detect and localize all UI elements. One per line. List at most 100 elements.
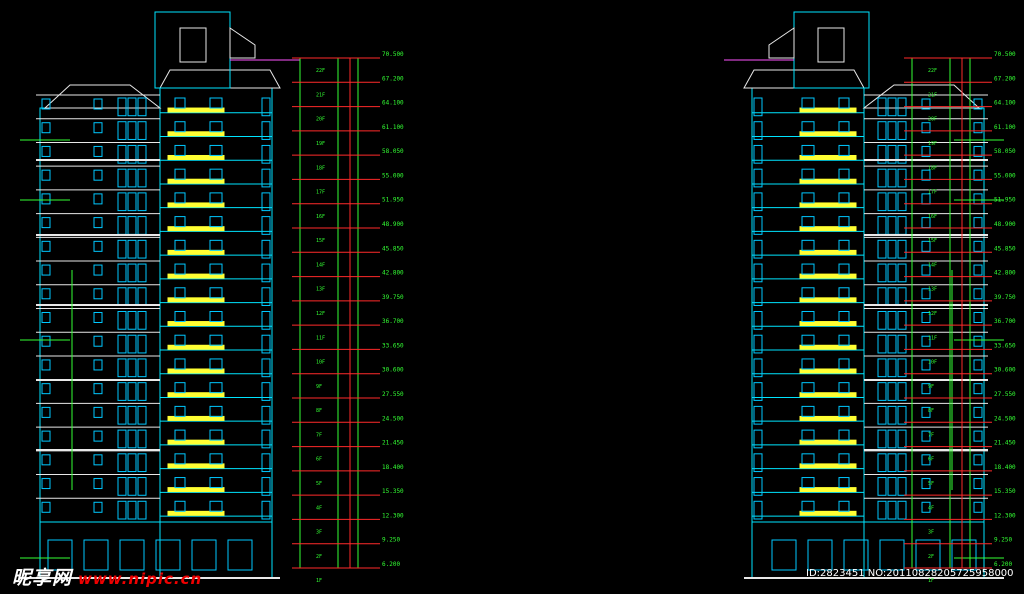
tower-window <box>209 97 223 109</box>
wing-window-small <box>973 501 983 513</box>
glass-panel <box>877 97 887 117</box>
glass-panel <box>117 453 127 473</box>
wing-window-small <box>41 98 51 110</box>
wing-window <box>921 98 931 110</box>
glass-panel <box>877 121 887 140</box>
tower-edge-window <box>261 477 271 496</box>
glass-panel <box>877 216 887 235</box>
tower-window <box>801 405 815 417</box>
tower-edge-window <box>753 358 763 378</box>
glass-panel <box>127 429 137 449</box>
glass-panel <box>897 429 907 449</box>
balcony-rail <box>799 131 857 137</box>
wing-window-small <box>41 501 51 513</box>
tower-edge-window <box>261 453 271 473</box>
glass-panel <box>137 168 147 188</box>
wing-roof <box>43 84 162 109</box>
glass-panel <box>137 477 147 496</box>
tower-edge-window <box>753 311 763 330</box>
wing-window <box>921 264 931 276</box>
tower-window <box>801 263 815 275</box>
tower-window-left <box>174 239 186 251</box>
tower-window-left <box>174 97 186 109</box>
tower-window-left <box>174 192 186 204</box>
tower-window-left <box>174 500 186 512</box>
wing-window <box>93 288 103 300</box>
balcony-rail <box>799 392 857 398</box>
glass-panel <box>127 287 137 306</box>
level-label: 55.000 <box>994 172 1016 179</box>
glass-panel <box>897 477 907 496</box>
tower-window <box>209 334 223 346</box>
tower-window <box>209 382 223 394</box>
glass-panel <box>887 358 897 378</box>
wing-window-small <box>973 98 983 110</box>
podium-door <box>807 539 833 571</box>
glass-panel <box>877 192 887 212</box>
glass-panel <box>887 405 897 425</box>
glass-panel <box>897 453 907 473</box>
glass-panel <box>887 216 897 235</box>
tower-edge-window <box>261 192 271 212</box>
level-label: 30.600 <box>382 367 404 374</box>
floor-tag: 17F <box>928 190 937 196</box>
glass-panel <box>877 334 887 354</box>
floor-tag: 11F <box>316 335 325 341</box>
glass-panel <box>137 287 147 306</box>
tower-edge-window <box>753 97 763 117</box>
tower-edge-window <box>753 216 763 235</box>
core-canopy <box>768 27 795 59</box>
wing-window-small <box>973 217 983 229</box>
level-label: 39.750 <box>994 294 1016 301</box>
level-label: 33.650 <box>994 342 1016 349</box>
balcony-rail <box>167 154 225 160</box>
level-label: 70.500 <box>382 51 404 58</box>
glass-panel <box>877 453 887 473</box>
tower-window-left <box>838 453 850 465</box>
glass-panel <box>117 405 127 425</box>
floor-tag: 1F <box>316 578 322 584</box>
tower-edge-window <box>753 405 763 425</box>
level-label: 27.550 <box>994 391 1016 398</box>
tower-window <box>801 334 815 346</box>
glass-panel <box>137 405 147 425</box>
glass-panel <box>887 263 897 283</box>
wing-window <box>921 335 931 347</box>
floor-tag: 9F <box>316 384 322 390</box>
tower-window-left <box>838 429 850 441</box>
floor-tag: 18F <box>928 165 937 171</box>
wing-window-small <box>973 478 983 490</box>
glass-panel <box>887 334 897 354</box>
wing-window <box>921 501 931 513</box>
glass-panel <box>897 263 907 283</box>
wing-window-small <box>41 240 51 252</box>
level-label: 61.100 <box>994 124 1016 131</box>
tower-window-left <box>174 382 186 394</box>
glass-panel <box>117 382 127 401</box>
tower-window-left <box>838 500 850 512</box>
glass-panel <box>117 477 127 496</box>
wing-window-small <box>973 193 983 205</box>
floor-tag: 2F <box>928 554 934 560</box>
wing-window <box>921 312 931 323</box>
floor-tag: 12F <box>928 311 937 317</box>
glass-panel <box>137 239 147 259</box>
tower-edge-window <box>261 144 271 164</box>
balcony-rail <box>167 321 225 327</box>
wing-window <box>93 312 103 323</box>
level-label: 12.300 <box>382 512 404 519</box>
glass-panel <box>897 405 907 425</box>
podium-door <box>191 539 217 571</box>
tower-window <box>801 144 815 156</box>
tower-edge-window <box>261 334 271 354</box>
glass-panel <box>127 358 137 378</box>
glass-panel <box>897 216 907 235</box>
balcony-rail <box>799 321 857 327</box>
tower-outline <box>159 87 273 579</box>
wing-window <box>93 145 103 157</box>
tower-edge-window <box>753 382 763 401</box>
tower-window <box>209 477 223 489</box>
tower-edge-window <box>261 405 271 425</box>
glass-panel <box>877 239 887 259</box>
